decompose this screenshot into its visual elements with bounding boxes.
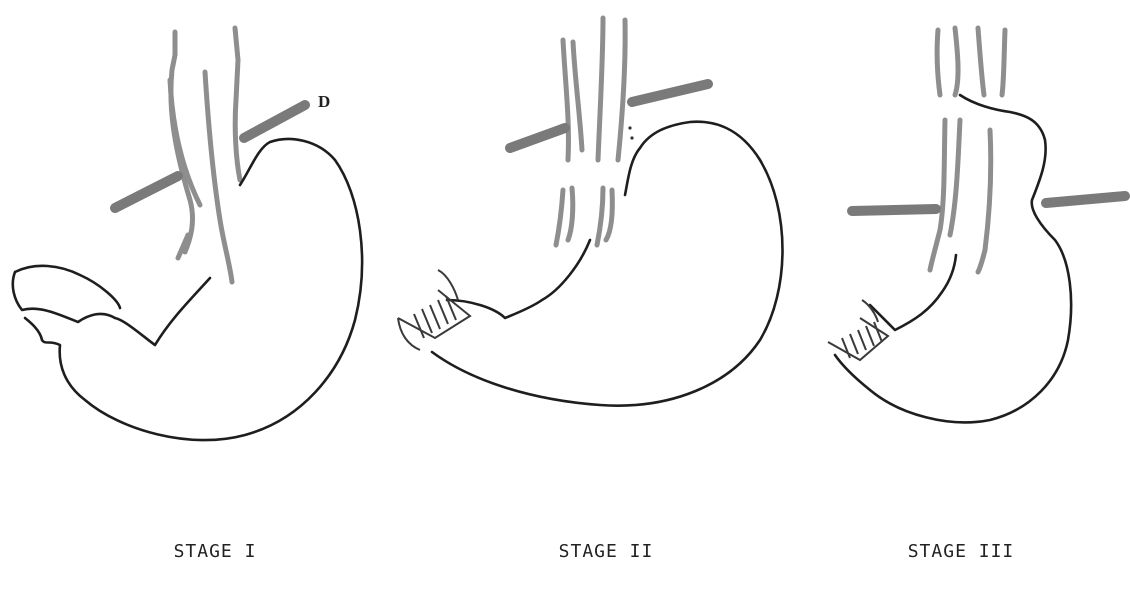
stage-1-left-bar xyxy=(115,176,178,208)
stage-2-dot-2 xyxy=(630,136,633,139)
stage-2-right-bar xyxy=(632,84,708,102)
stage-2-clamp xyxy=(398,270,470,350)
stage-1-vessels xyxy=(170,28,240,282)
caption-stage-3: STAGE III xyxy=(908,541,1015,562)
stage-3-stomach-outline xyxy=(835,95,1071,422)
caption-stage-1: STAGE I xyxy=(174,541,257,562)
stage-3-panel xyxy=(828,28,1125,422)
stage-2-stomach-outline xyxy=(432,122,783,406)
stage-1-right-bar xyxy=(244,105,305,138)
stage-2-panel xyxy=(398,18,783,406)
stage-3-right-bar xyxy=(1046,196,1125,203)
caption-stage-2: STAGE II xyxy=(559,541,654,562)
stage-3-vessels xyxy=(930,28,1005,272)
label-d: D xyxy=(318,92,330,111)
stage-3-clamp xyxy=(828,300,888,360)
stage-1-panel: D xyxy=(13,28,362,440)
stage-2-dot-1 xyxy=(628,126,631,129)
stage-3-left-bar xyxy=(852,209,936,211)
stage-2-left-bar xyxy=(510,128,565,148)
